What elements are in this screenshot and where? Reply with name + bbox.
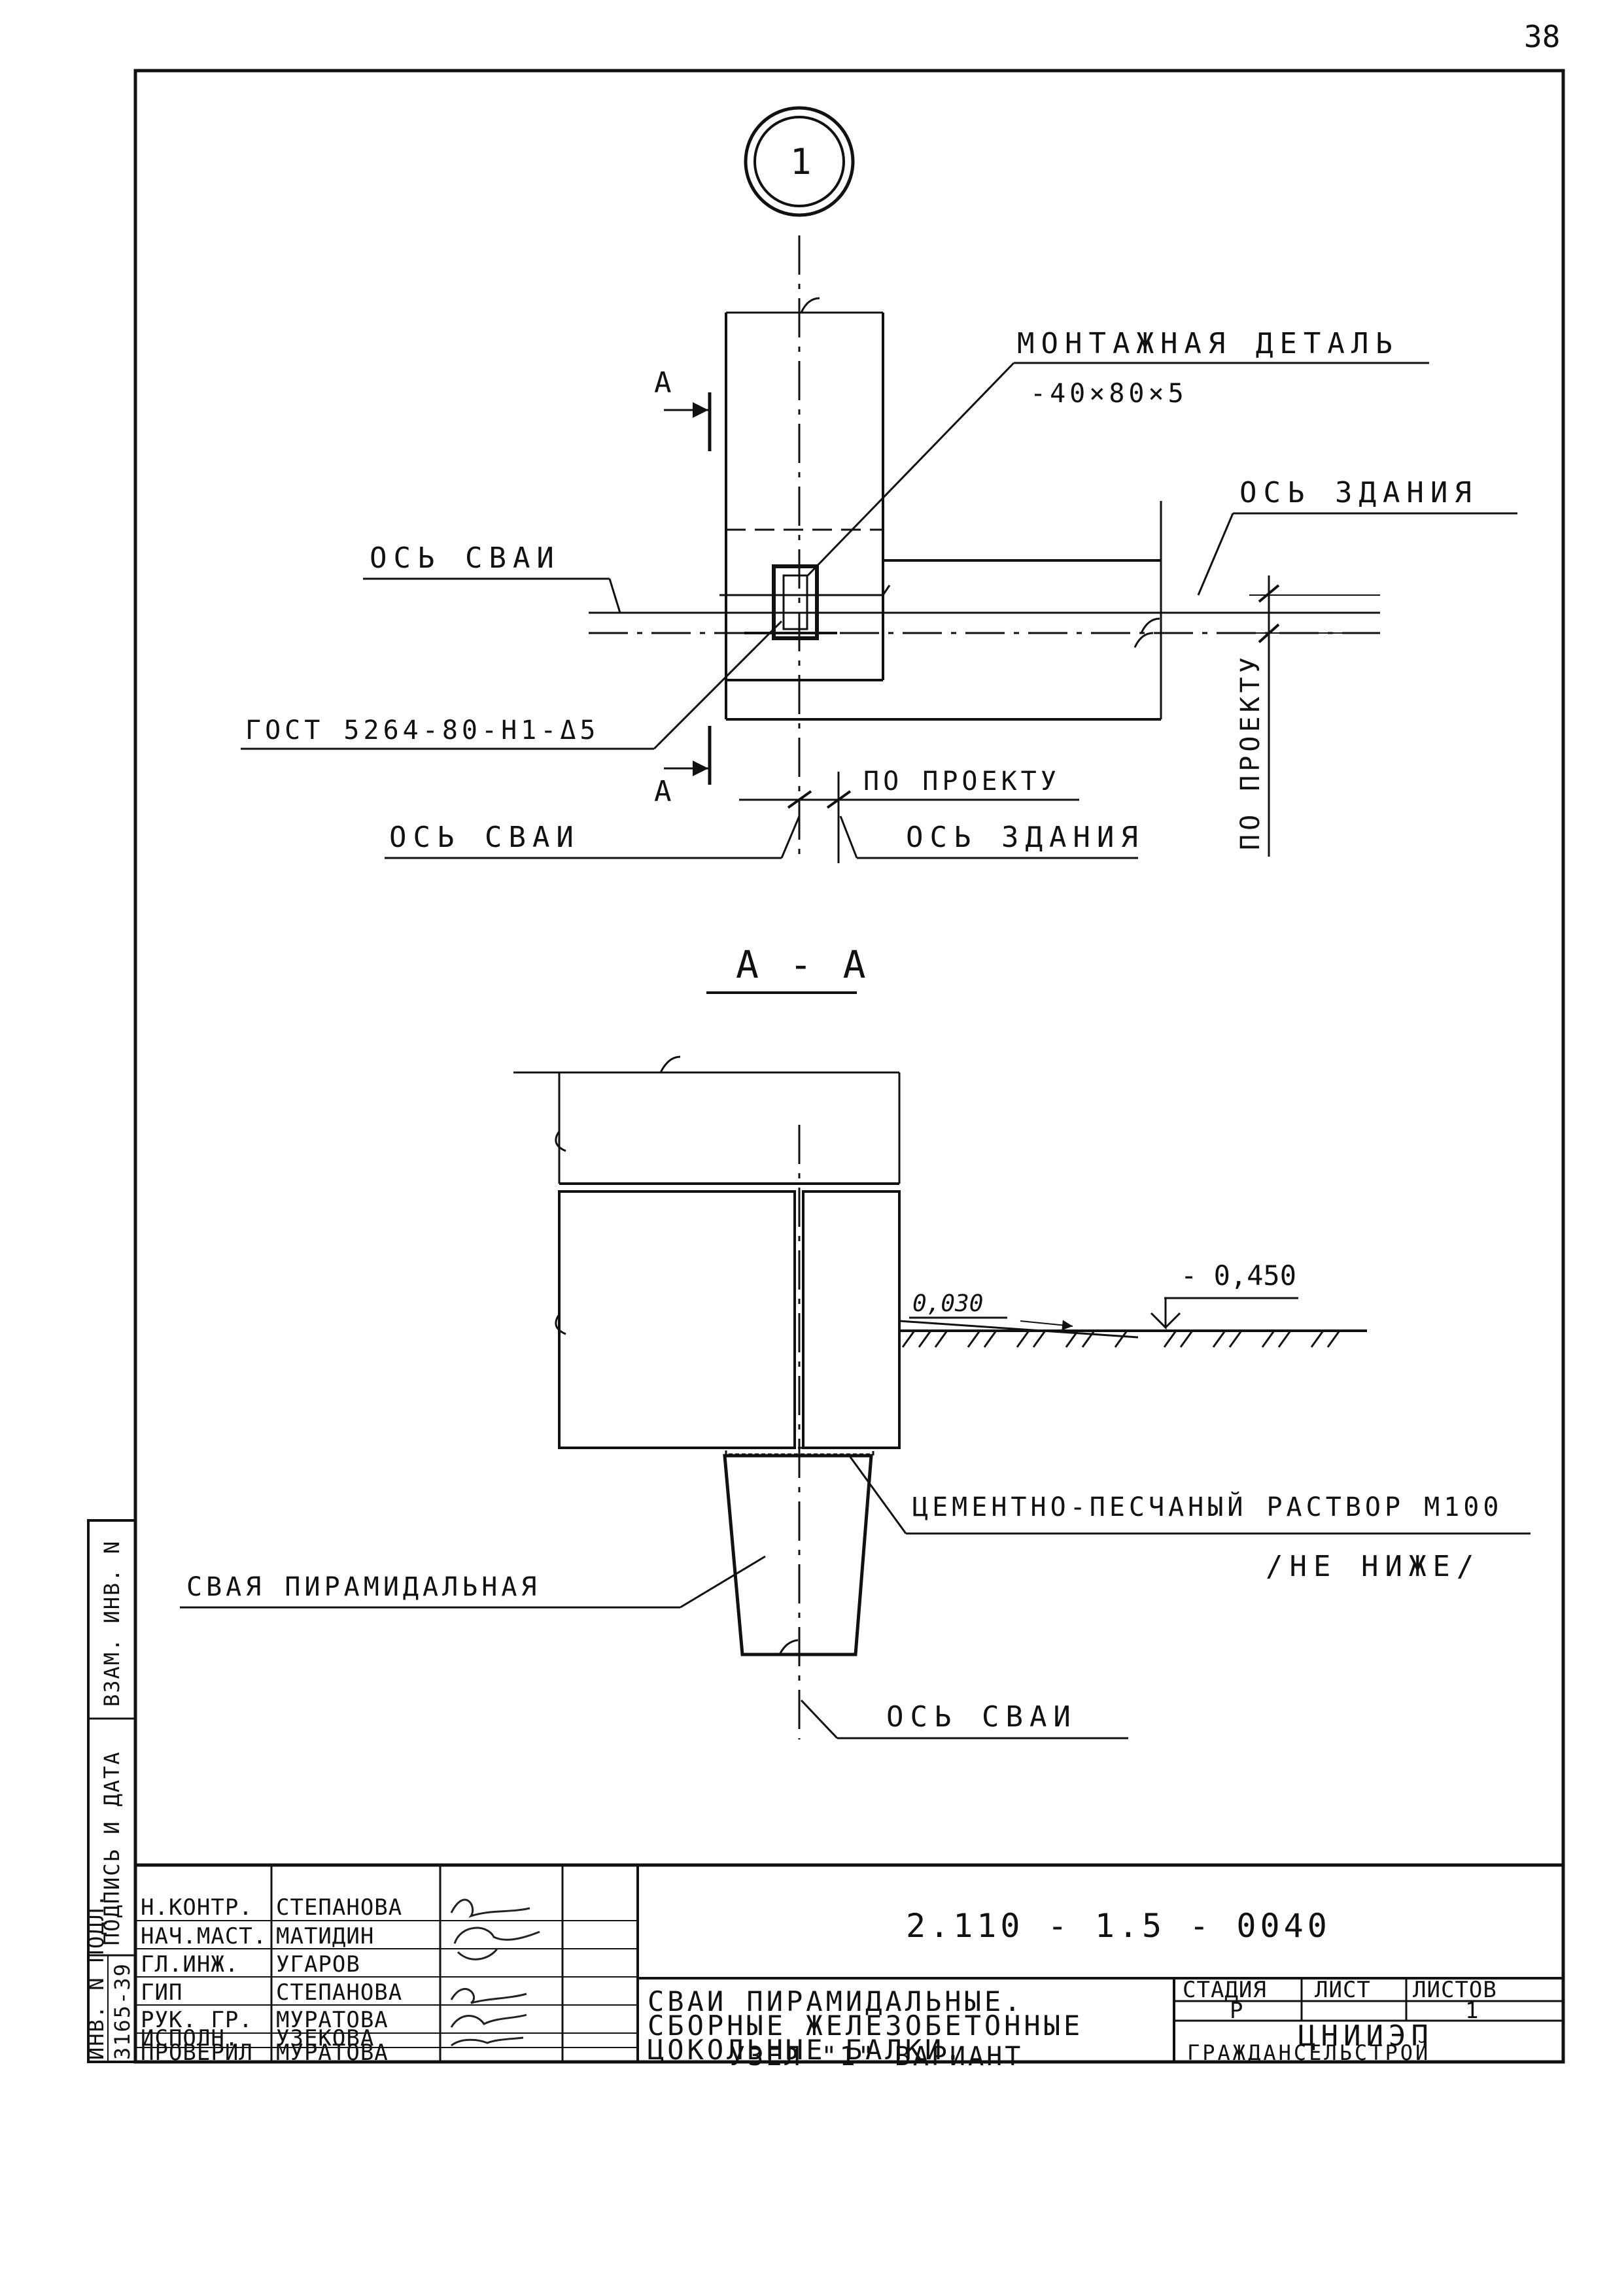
name-5: УЗЕКОВА <box>276 2025 374 2051</box>
role-1: НАЧ.МАСТ. <box>141 1923 267 1949</box>
role-2: ГЛ.ИНЖ. <box>141 1951 239 1978</box>
stage-value: Р <box>1230 1998 1243 2024</box>
side-stamp-signature: ПОДПИСЬ И ДАТА <box>99 1751 124 1945</box>
level-lower: - 0,450 <box>1181 1259 1296 1292</box>
role-5: ИСПОЛН. <box>141 2025 239 2051</box>
plan-view: 1 А А МОНТАЖНАЯ ДЕТАЛЬ -40×8 <box>241 106 1517 863</box>
per-project-vertical: ПО ПРОЕКТУ <box>1236 653 1266 850</box>
per-project-label: ПО ПРОЕКТУ <box>863 766 1060 797</box>
pile-label: СВАЯ ПИРАМИДАЛЬНАЯ <box>186 1572 540 1602</box>
title-block: Н.КОНТР. СТЕПАНОВА НАЧ.МАСТ. МАТИДИН ГЛ.… <box>133 1863 1565 2072</box>
name-1: МАТИДИН <box>276 1923 374 1949</box>
name-3: СТЕПАНОВА <box>276 1979 402 2006</box>
section-mark-top: А <box>654 366 672 400</box>
drawing-frame <box>133 69 1565 2064</box>
subtitle: УЗЕЛ "1" ВАРИАНТ <box>729 2042 1023 2072</box>
building-axis-label: ОСЬ ЗДАНИЯ <box>1239 476 1478 509</box>
title-line-3: ЦОКОЛЬНЫЕ БАЛКИ. <box>648 2034 965 2066</box>
mortar-note: /НЕ НИЖЕ/ <box>1266 1550 1480 1583</box>
section-pile-axis-label: ОСЬ СВАИ <box>886 1700 1077 1734</box>
sheets-value: 1 <box>1465 1998 1479 2024</box>
mounting-detail <box>772 564 819 640</box>
name-6: МУРАТОВА <box>276 2040 389 2066</box>
side-stamp-number: 3165-39 <box>110 1962 135 2060</box>
building-axis-label-bottom: ОСЬ ЗДАНИЯ <box>906 821 1145 854</box>
node-marker-inner <box>753 116 845 207</box>
role-4: РУК. ГР. <box>141 2007 253 2033</box>
sheets-header: ЛИСТОВ <box>1413 1977 1497 2003</box>
node-marker-outer <box>744 106 855 217</box>
mounting-detail-size: -40×80×5 <box>1030 379 1188 409</box>
sheet-header: ЛИСТ <box>1315 1977 1371 2003</box>
mounting-detail-label: МОНТАЖНАЯ ДЕТАЛЬ <box>1017 327 1399 360</box>
pyramidal-pile <box>723 1454 873 1656</box>
page-number: 38 <box>1524 19 1560 54</box>
node-marker-label: 1 <box>790 141 812 182</box>
side-stamp: ВЗАМ. ИНВ. N ПОДПИСЬ И ДАТА ИНВ. N ПОДЛ.… <box>84 1519 137 2063</box>
section-title: А - А <box>736 942 870 987</box>
weld-label: ГОСТ 5264-80-Н1-Δ5 <box>245 715 599 745</box>
mortar-label: ЦЕМЕНТНО-ПЕСЧАНЫЙ РАСТВОР М100 <box>912 1491 1502 1522</box>
side-stamp-replace: ВЗАМ. ИНВ. N <box>99 1540 124 1707</box>
organization: ЦНИИЭП <box>1298 2019 1434 2053</box>
pile-axis-label-bottom: ОСЬ СВАИ <box>389 821 580 854</box>
section-mark-bottom: А <box>654 775 672 808</box>
level-upper: 0,030 <box>912 1290 983 1317</box>
signatures <box>450 1898 540 2047</box>
role-6: ПРОВЕРИЛ <box>141 2040 253 2066</box>
document-code: 2.110 - 1.5 - 0040 <box>906 1907 1331 1945</box>
stage-header: СТАДИЯ <box>1183 1977 1267 2003</box>
section-view: А - А 0,030 - 0,450 <box>180 942 1531 1739</box>
organization-sub: ГРАЖДАНСЕЛЬСТРОЙ <box>1187 2040 1430 2065</box>
name-0: СТЕПАНОВА <box>276 1894 402 1921</box>
role-3: ГИП <box>141 1979 182 2006</box>
title-line-2: СБОРНЫЕ ЖЕЛЕЗОБЕТОННЫЕ <box>648 2010 1083 2042</box>
name-2: УГАРОВ <box>276 1951 360 1978</box>
side-stamp-inventory: ИНВ. N ПОДЛ. <box>84 1893 109 2060</box>
role-0: Н.КОНТР. <box>141 1894 253 1921</box>
name-4: МУРАТОВА <box>276 2007 389 2033</box>
title-line-1: СВАИ ПИРАМИДАЛЬНЫЕ. <box>648 1985 1024 2017</box>
pile-axis-label-top: ОСЬ СВАИ <box>370 541 561 575</box>
